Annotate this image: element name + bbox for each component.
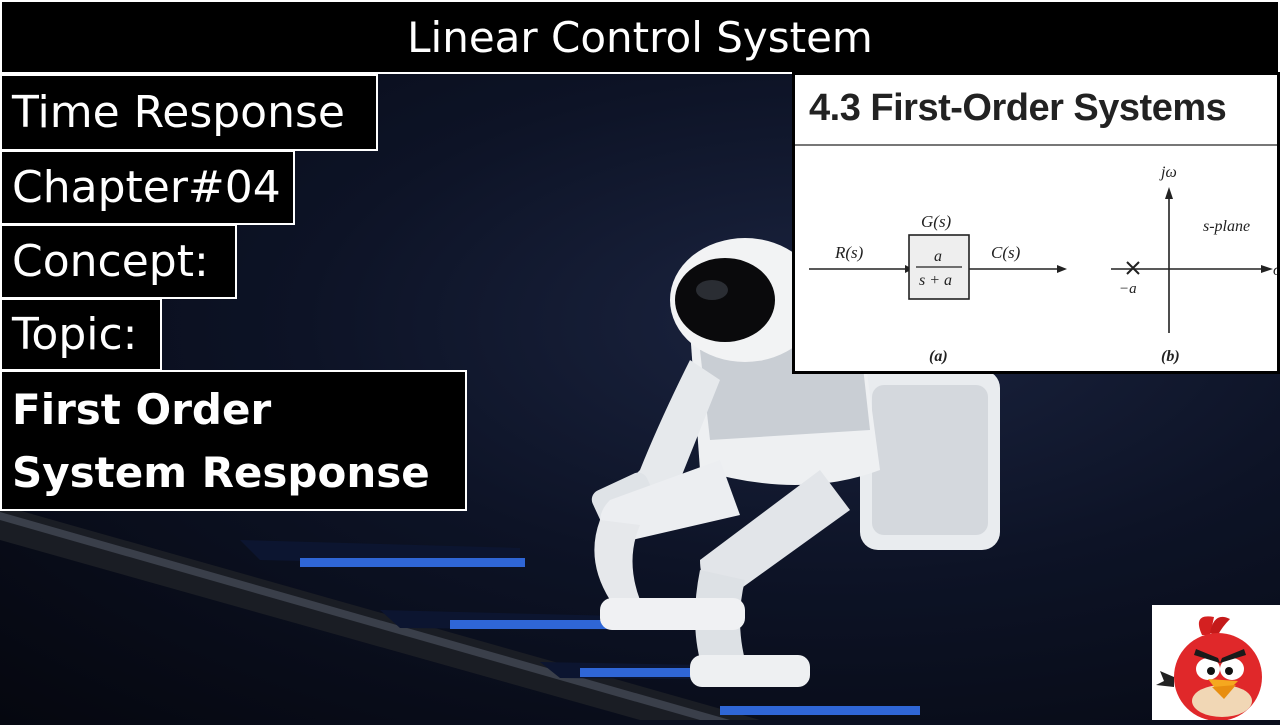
output-arrow-icon (1057, 265, 1067, 273)
title-bar: Linear Control System (0, 0, 1280, 74)
block-numerator: a (934, 248, 942, 265)
real-axis-arrow-icon (1261, 265, 1273, 273)
first-order-diagram: R(s) G(s) a s + a C(s) (a) jω σ s-plane … (809, 164, 1280, 365)
figure-heading: 4.3 First-Order Systems (809, 87, 1227, 129)
figure-divider (795, 144, 1277, 146)
imaginary-axis-arrow-icon (1165, 187, 1173, 199)
topic-title-line1: First Order (12, 384, 272, 434)
textbook-figure-panel: 4.3 First-Order Systems R(s) G(s) a s + … (792, 72, 1280, 374)
stair-steps (240, 540, 920, 715)
topic-label: Topic: (12, 309, 138, 360)
block-label: G(s) (921, 212, 952, 231)
concept-label-box: Concept: (0, 224, 237, 299)
s-plane-label: s-plane (1203, 218, 1250, 235)
block-denominator: s + a (919, 272, 952, 289)
time-response-label: Time Response (12, 87, 345, 138)
pole-marker-icon (1126, 261, 1140, 275)
corner-logo (1152, 605, 1280, 721)
topic-title-line2: System Response (12, 447, 430, 497)
caption-a: (a) (929, 348, 948, 365)
page-title: Linear Control System (407, 12, 873, 62)
angry-bird-icon (1156, 616, 1262, 721)
topic-label-box: Topic: (0, 298, 162, 371)
caption-b: (b) (1161, 348, 1180, 365)
imaginary-axis-label: jω (1159, 164, 1177, 181)
chapter-label-box: Chapter#04 (0, 150, 295, 225)
time-response-label-box: Time Response (0, 74, 378, 151)
pole-label: −a (1119, 281, 1137, 297)
real-axis-label: σ (1273, 262, 1280, 279)
concept-label: Concept: (12, 236, 209, 287)
input-signal-label: R(s) (834, 243, 864, 262)
topic-title-box: First Order System Response (0, 370, 467, 511)
chapter-label: Chapter#04 (12, 162, 281, 213)
output-signal-label: C(s) (991, 243, 1021, 262)
